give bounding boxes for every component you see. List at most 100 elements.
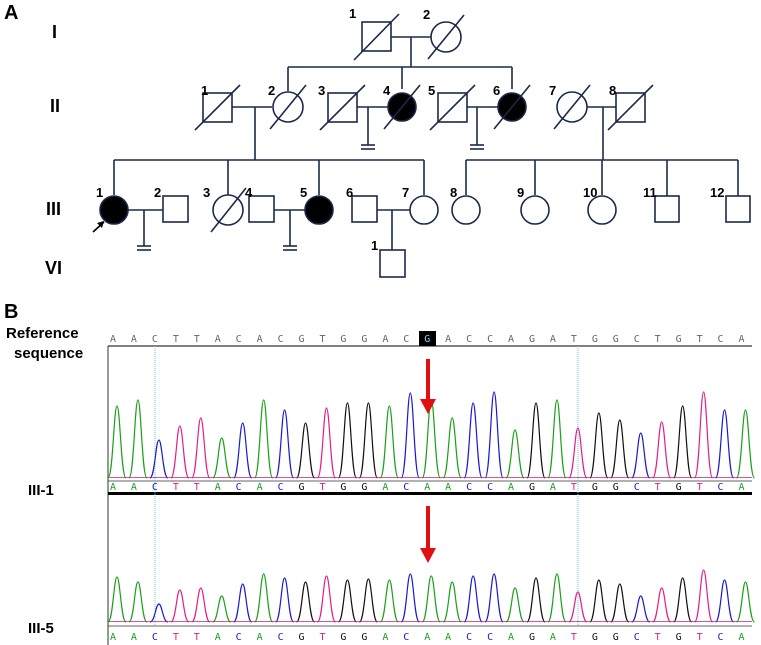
sample-base: C xyxy=(278,482,284,493)
trace-peak xyxy=(379,405,399,479)
reference-base: C xyxy=(718,334,724,345)
pedigree-male-iii-6 xyxy=(351,195,378,223)
reference-base: T xyxy=(173,334,179,345)
trace-peak xyxy=(295,581,316,623)
sample-base: G xyxy=(613,482,619,493)
sample-base: T xyxy=(194,632,200,643)
sample-base: A xyxy=(424,482,430,493)
trace-peak xyxy=(400,392,420,479)
generation-label-iii: III xyxy=(46,199,61,219)
sample-base: C xyxy=(718,482,724,493)
individual-label: 3 xyxy=(318,83,325,98)
individual-label: 7 xyxy=(402,185,409,200)
reference-base: T xyxy=(194,334,200,345)
sample-base: G xyxy=(592,482,598,493)
variant-arrow-icon xyxy=(420,506,436,563)
trace-peak xyxy=(735,581,756,623)
pedigree-lines xyxy=(113,36,739,251)
sample-base: A xyxy=(508,632,514,643)
reference-base: A xyxy=(738,334,744,345)
individual-label: 2 xyxy=(268,83,275,98)
reference-base: T xyxy=(319,334,325,345)
pedigree-female-iii-10 xyxy=(587,195,617,225)
individual-label: 1 xyxy=(371,238,378,253)
trace-peak xyxy=(316,407,337,479)
sample-base: C xyxy=(403,632,409,643)
sample-base: G xyxy=(529,482,535,493)
trace-peak xyxy=(379,579,399,623)
trace-peak xyxy=(568,591,588,623)
reference-label-sub: sequence xyxy=(14,345,83,362)
trace-peak xyxy=(295,422,316,479)
sample-base: A xyxy=(110,632,116,643)
trace-peak xyxy=(694,569,714,623)
trace-peak xyxy=(526,577,546,623)
individual-label: 1 xyxy=(201,83,208,98)
trace-peak xyxy=(254,399,274,479)
reference-base: A xyxy=(257,334,263,345)
sample-label-iii-5: III-5 xyxy=(28,620,54,637)
sample-base: A xyxy=(424,632,430,643)
trace-peak xyxy=(735,409,756,479)
reference-base: A xyxy=(110,334,116,345)
trace-peak xyxy=(421,575,441,623)
sample-base: G xyxy=(613,632,619,643)
trace-peak xyxy=(421,399,441,479)
sample-base: G xyxy=(340,482,346,493)
trace-peak xyxy=(589,579,609,623)
sample-base: C xyxy=(466,482,472,493)
individual-label: 4 xyxy=(383,83,391,98)
sample-base: C xyxy=(718,632,724,643)
sample-base: T xyxy=(173,632,179,643)
pedigree-male-iii-4 xyxy=(248,195,275,223)
trace-peak xyxy=(568,427,588,479)
trace-peak xyxy=(149,439,169,479)
trace-peak xyxy=(631,432,651,479)
trace-peak xyxy=(149,603,169,623)
trace-peak xyxy=(316,575,337,623)
pedigree-male-iii-11 xyxy=(654,195,680,223)
sample-base: G xyxy=(361,632,367,643)
sample-base: T xyxy=(173,482,179,493)
trace-peak xyxy=(128,399,148,479)
trace-peak xyxy=(170,425,190,479)
trace-baseline xyxy=(109,477,752,478)
reference-base: G xyxy=(361,334,367,345)
variant-highlight xyxy=(419,331,436,346)
reference-base: G xyxy=(529,334,535,345)
sample-base: G xyxy=(299,482,305,493)
sample-base: A xyxy=(215,632,221,643)
trace-peak xyxy=(107,405,127,479)
sample-base: C xyxy=(236,482,242,493)
trace-peak xyxy=(547,573,567,623)
individual-label: 6 xyxy=(346,185,353,200)
trace-peak xyxy=(652,587,672,623)
generation-label-ii: II xyxy=(50,96,60,116)
sample-base: A xyxy=(738,632,744,643)
trace-peak xyxy=(610,419,630,479)
sample-base: A xyxy=(257,482,263,493)
pedigree-female-iii-5-affected xyxy=(304,195,334,225)
trace-peak xyxy=(463,575,483,623)
sample-base: A xyxy=(445,482,451,493)
individual-label: 10 xyxy=(583,185,597,200)
reference-base: A xyxy=(215,334,221,345)
sample-base: A xyxy=(131,482,137,493)
sample-base: C xyxy=(487,482,493,493)
reference-base: G xyxy=(340,334,346,345)
reference-base: C xyxy=(236,334,242,345)
reference-base: A xyxy=(382,334,388,345)
sample-base: T xyxy=(571,482,577,493)
sample-base: T xyxy=(571,632,577,643)
chromatogram-frame xyxy=(107,345,752,645)
generation-label-i: I xyxy=(52,22,57,42)
pedigree-male-iii-2 xyxy=(162,195,189,223)
pedigree-male-vi-1 xyxy=(379,249,406,278)
sample-base: G xyxy=(592,632,598,643)
trace-peak xyxy=(212,595,232,623)
trace-peak xyxy=(233,583,253,623)
reference-base: T xyxy=(697,334,703,345)
individual-label: 11 xyxy=(643,185,657,200)
trace-peak xyxy=(400,573,420,623)
